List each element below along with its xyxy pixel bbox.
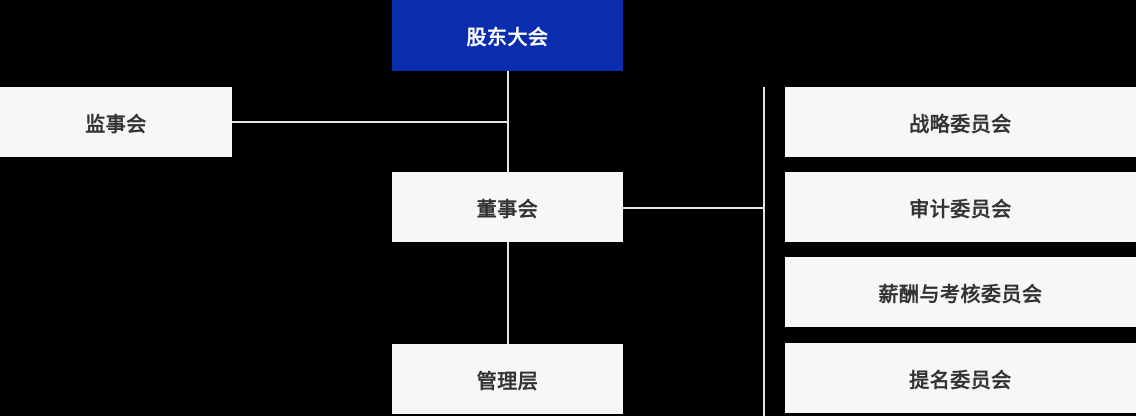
org-node-nomination-committee: 提名委员会 [785, 343, 1136, 413]
org-node-label: 监事会 [85, 113, 147, 136]
org-node-management: 管理层 [392, 344, 623, 414]
org-node-audit-committee: 审计委员会 [785, 172, 1136, 242]
org-node-remuneration-appraisal-committee: 薪酬与考核委员会 [785, 257, 1136, 327]
org-node-label: 薪酬与考核委员会 [878, 283, 1043, 306]
org-node-label: 战略委员会 [909, 113, 1012, 136]
connector-board-to-management [507, 242, 509, 344]
org-node-label: 提名委员会 [909, 369, 1012, 392]
org-node-supervisory-board: 监事会 [0, 87, 232, 157]
org-node-strategy-committee: 战略委员会 [785, 87, 1136, 157]
org-node-shareholders-meeting: 股东大会 [392, 0, 623, 71]
connector-supervisory-branch [232, 121, 509, 123]
org-node-board-of-directors: 董事会 [392, 172, 623, 242]
connector-board-to-committees [623, 207, 765, 209]
org-node-label: 审计委员会 [909, 198, 1012, 221]
connector-committee-spine [763, 87, 765, 416]
org-node-label: 股东大会 [466, 27, 549, 49]
org-node-label: 董事会 [476, 198, 539, 221]
org-node-label: 管理层 [476, 370, 539, 393]
